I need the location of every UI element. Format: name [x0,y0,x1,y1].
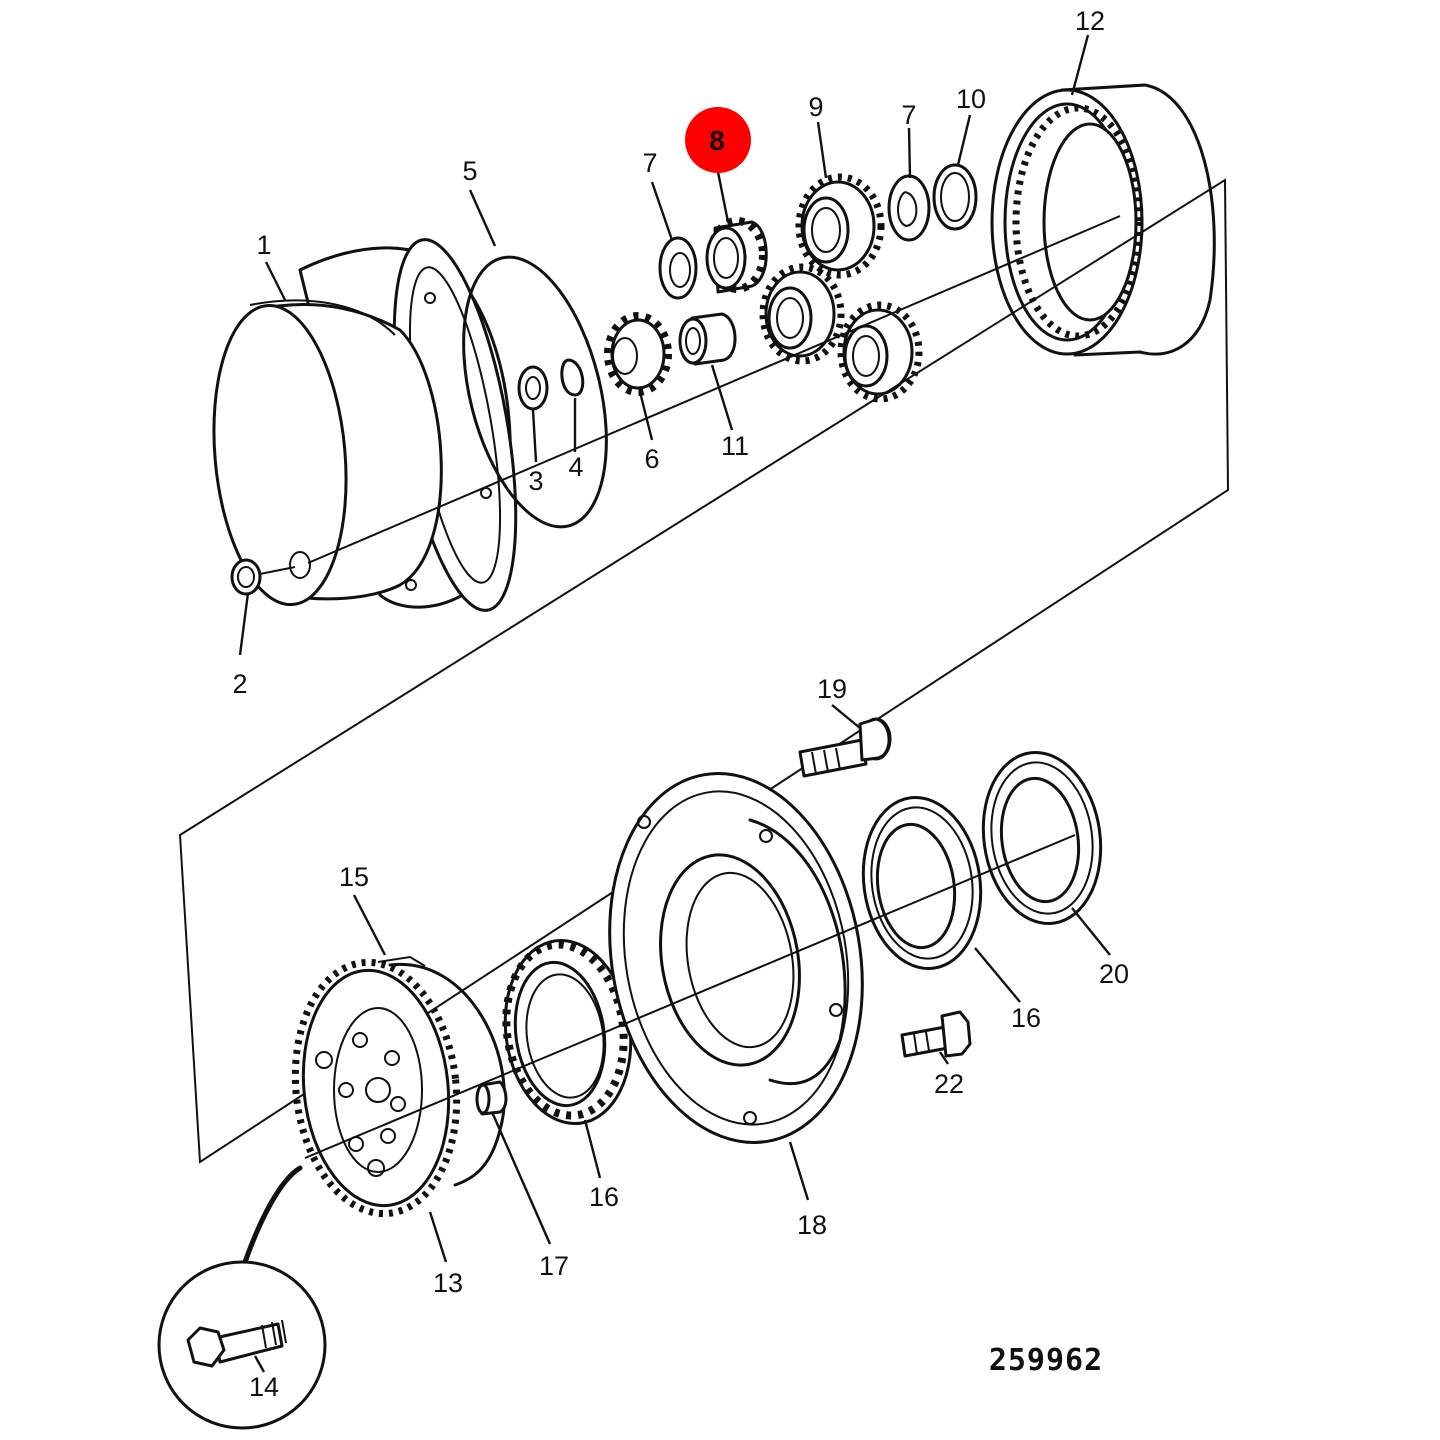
planet-gear-top [795,173,885,279]
label-4: 4 [568,452,583,482]
needle-roller-bearing [705,217,768,294]
label-12: 12 [1075,6,1105,36]
label-6: 6 [644,444,659,474]
drawing-number: 259962 [989,1343,1103,1378]
carrier-pin [475,1080,508,1116]
label-20: 20 [1099,959,1129,989]
label-2: 2 [232,669,247,699]
circlip [560,358,585,397]
hub-bolt [900,1010,972,1058]
assembly-link-frame [178,178,1230,1164]
oil-seal [981,750,1103,926]
label-8: 8 [709,125,725,156]
planet-thrust-washer-right [887,174,931,242]
planet-circlip [932,163,978,231]
planet-gear-lower [837,301,923,403]
label-19: 19 [817,674,847,704]
o-ring [462,255,608,529]
label-5: 5 [462,156,477,186]
label-3: 3 [528,466,543,496]
label-14: 14 [249,1372,279,1402]
wheel-hub [608,772,864,1144]
part-number-labels: 1 2 3 4 5 6 7 9 7 10 11 12 15 13 17 16 1… [232,6,1129,1402]
label-1: 1 [256,230,271,260]
planet-thrust-washer-left [658,236,698,300]
bush [678,312,737,366]
leader-lines [238,34,1111,1373]
detail-callout [157,1165,327,1430]
taper-roller-bearing-left [502,938,633,1126]
highlight-circle [685,107,751,173]
label-18: 18 [797,1210,827,1240]
sun-gear [604,312,672,396]
hub-housing [212,238,518,612]
label-16-left: 16 [589,1182,619,1212]
label-10: 10 [956,84,986,114]
annulus-ring-gear [990,83,1216,357]
thrust-washer [517,365,549,411]
label-9: 9 [808,92,823,122]
label-7-left: 7 [642,148,657,178]
label-13: 13 [433,1268,463,1298]
label-22: 22 [934,1069,964,1099]
highlighted-part-marker[interactable]: 8 [685,107,751,173]
drain-plug [230,558,296,596]
upper-assembly-axis [307,215,1121,564]
planet-carrier [291,958,461,1218]
label-16-right: 16 [1011,1003,1041,1033]
label-17: 17 [539,1251,569,1281]
lower-assembly-axis [304,834,1076,1159]
planet-gear-middle [759,263,845,365]
wheel-stud [798,717,892,778]
label-15: 15 [339,862,369,892]
label-11: 11 [721,431,749,461]
label-7-right: 7 [901,100,916,130]
taper-roller-bearing-right [861,795,983,971]
